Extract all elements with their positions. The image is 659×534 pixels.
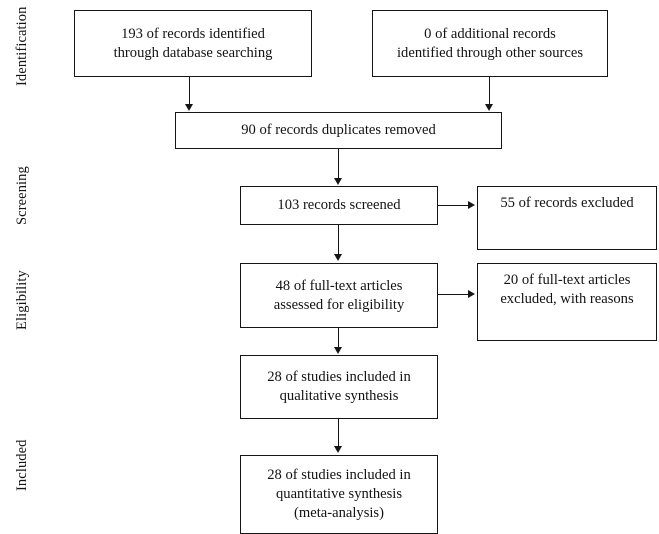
arrowhead-fulltext-to-excluded (468, 290, 475, 298)
node-quantitative-synthesis-text: 28 of studies included in quantitative s… (267, 467, 411, 521)
node-qualitative-synthesis-text: 28 of studies included in qualitative sy… (267, 369, 411, 404)
connector-identified-to-duplicates (189, 77, 190, 105)
arrowhead-additional-to-duplicates (485, 104, 493, 111)
node-records-excluded: 55 of records excluded (477, 186, 657, 250)
node-fulltext-excluded-text: 20 of full-text articles excluded, with … (500, 272, 634, 307)
node-additional-records: 0 of additional records identified throu… (372, 10, 608, 77)
node-duplicates-removed-text: 90 of records duplicates removed (241, 122, 436, 139)
connector-fulltext-to-qualitative (338, 328, 339, 348)
phase-label-included-text: Included (14, 439, 30, 491)
connector-screened-to-fulltext (338, 225, 339, 254)
node-fulltext-excluded: 20 of full-text articles excluded, with … (477, 263, 657, 341)
connector-fulltext-to-excluded (438, 294, 469, 295)
connector-duplicates-to-screened (338, 149, 339, 179)
arrowhead-identified-to-duplicates (185, 104, 193, 111)
node-fulltext-assessed: 48 of full-text articles assessed for el… (240, 263, 438, 328)
node-records-identified: 193 of records identified through databa… (74, 10, 312, 77)
node-additional-records-text: 0 of additional records identified throu… (396, 25, 584, 61)
connector-screened-to-excluded (438, 205, 469, 206)
node-quantitative-synthesis: 28 of studies included in quantitative s… (240, 455, 438, 534)
node-fulltext-assessed-text: 48 of full-text articles assessed for el… (273, 277, 405, 313)
connector-qualitative-to-quantitative (338, 419, 339, 447)
connector-additional-to-duplicates (489, 77, 490, 105)
arrowhead-screened-to-excluded (468, 201, 475, 209)
arrowhead-duplicates-to-screened (334, 178, 342, 185)
node-qualitative-synthesis: 28 of studies included in qualitative sy… (240, 355, 438, 419)
arrowhead-qualitative-to-quantitative (334, 446, 342, 453)
node-records-excluded-text: 55 of records excluded (500, 195, 634, 211)
arrowhead-screened-to-fulltext (334, 254, 342, 261)
node-records-screened-text: 103 records screened (277, 197, 401, 214)
phase-label-eligibility-text: Eligibility (14, 270, 30, 330)
node-records-screened: 103 records screened (240, 186, 438, 225)
node-duplicates-removed: 90 of records duplicates removed (175, 112, 502, 149)
phase-label-identification-text: Identification (14, 6, 30, 86)
node-records-identified-text: 193 of records identified through databa… (113, 25, 273, 61)
arrowhead-fulltext-to-qualitative (334, 347, 342, 354)
phase-label-screening-text: Screening (14, 166, 30, 225)
